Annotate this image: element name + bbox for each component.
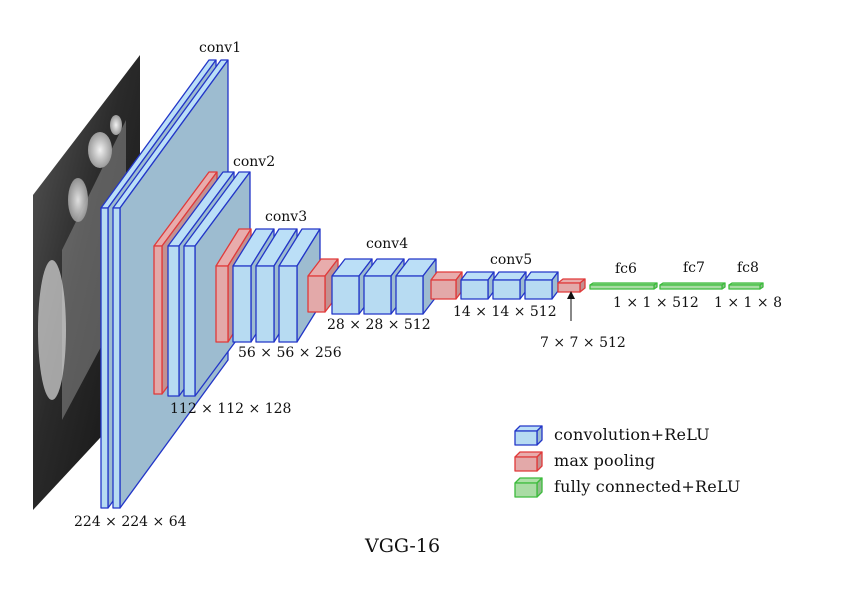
pool5-block-front [557, 282, 581, 293]
pool3-block-front [307, 275, 326, 313]
pool5-arrow [567, 291, 575, 321]
fc7-block-front [659, 284, 723, 290]
dim-fc-8: 1 × 1 × 8 [714, 295, 782, 311]
pool4-block-front [430, 279, 457, 300]
conv2-block-1-front [167, 245, 180, 397]
conv3-block-3-front [278, 265, 298, 343]
conv5-block-2 [492, 271, 527, 300]
legend-swatch-fc [514, 477, 543, 498]
fc8-block-front [728, 284, 761, 290]
label-conv3: conv3 [265, 209, 307, 225]
label-conv1: conv1 [199, 40, 241, 56]
dim-7: 7 × 7 × 512 [540, 335, 626, 351]
conv4-block-1 [331, 258, 373, 315]
pool5-block [557, 278, 586, 293]
legend-label-fc: fully connected+ReLU [554, 477, 741, 496]
dim-224: 224 × 224 × 64 [74, 514, 187, 530]
legend-swatch-pool-front [514, 456, 538, 472]
label-conv4: conv4 [366, 236, 408, 252]
fc8-block [728, 282, 764, 290]
conv5-block-1 [460, 271, 495, 300]
conv3-block-2-front [255, 265, 275, 343]
legend-swatch-conv [514, 425, 543, 446]
fc6-block [589, 282, 658, 290]
caption: VGG-16 [364, 535, 440, 557]
label-fc7: fc7 [683, 260, 705, 276]
conv5-block-3-front [524, 279, 553, 300]
label-fc8: fc8 [737, 260, 759, 276]
conv5-block-2-front [492, 279, 521, 300]
legend-swatch-fc-front [514, 482, 538, 498]
pool1-block-front [153, 245, 163, 395]
fc6-block-front [589, 284, 655, 290]
conv3-block-1-front [232, 265, 252, 343]
layer-blocks [100, 59, 764, 509]
dim-56: 56 × 56 × 256 [238, 345, 342, 361]
conv4-block-1-front [331, 275, 360, 315]
label-conv2: conv2 [233, 154, 275, 170]
label-conv5: conv5 [490, 252, 532, 268]
legend-label-pool: max pooling [554, 451, 655, 470]
conv2-block-2-front [183, 245, 196, 397]
legend-swatch-pool [514, 451, 543, 472]
conv4-block-2-front [363, 275, 392, 315]
legend-swatches [514, 425, 543, 498]
conv1-block-1-front [100, 207, 109, 509]
legend: convolution+ReLU max pooling fully conne… [514, 425, 741, 498]
pool4-block [430, 271, 463, 300]
legend-swatch-conv-front [514, 430, 538, 446]
conv4-block-3 [395, 258, 437, 315]
dim-14: 14 × 14 × 512 [453, 304, 557, 320]
dim-112: 112 × 112 × 128 [170, 401, 291, 417]
dim-28: 28 × 28 × 512 [327, 317, 431, 333]
conv1-block-2-front [112, 207, 121, 509]
pool2-block-front [215, 265, 229, 343]
label-fc6: fc6 [615, 261, 637, 277]
conv5-block-3 [524, 271, 559, 300]
fc7-block [659, 282, 726, 290]
dim-fc-512: 1 × 1 × 512 [613, 295, 699, 311]
legend-label-conv: convolution+ReLU [554, 425, 710, 444]
conv4-block-3-front [395, 275, 424, 315]
conv5-block-1-front [460, 279, 489, 300]
